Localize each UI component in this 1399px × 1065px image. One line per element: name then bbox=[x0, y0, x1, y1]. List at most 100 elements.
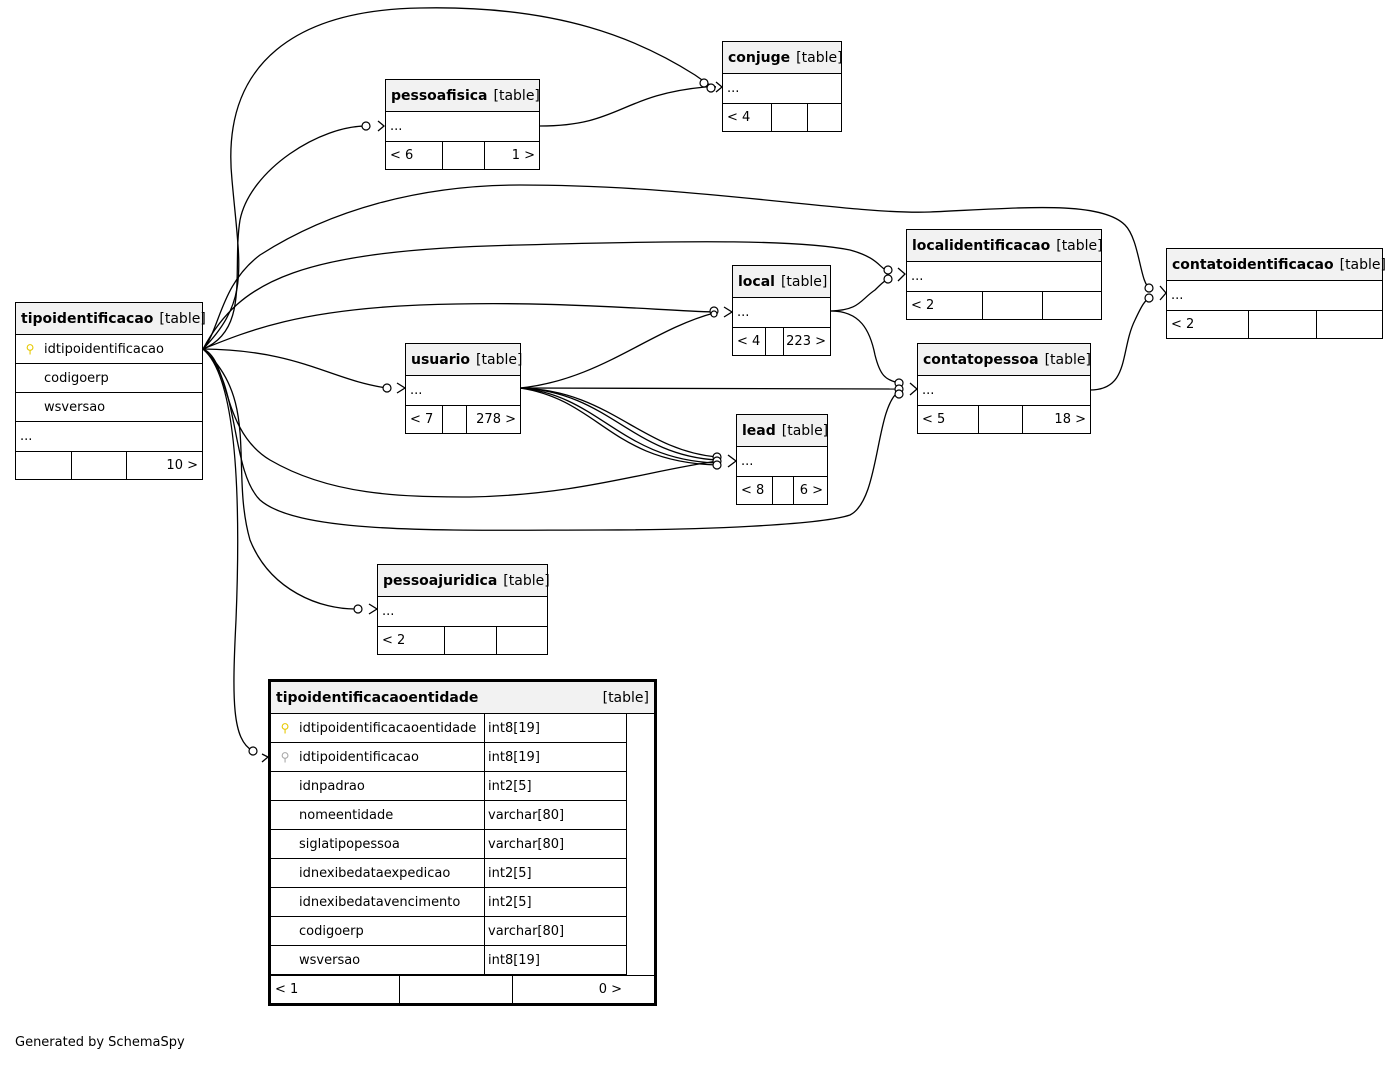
column-type: int8[19] bbox=[488, 749, 540, 765]
column-row[interactable]: wsversao bbox=[16, 393, 202, 422]
parents-count[interactable] bbox=[16, 452, 71, 479]
row-count bbox=[978, 406, 1022, 433]
table-name: conjuge bbox=[728, 49, 791, 66]
table-footer: < 8 6 > bbox=[737, 477, 827, 504]
column-row[interactable]: codigoerp bbox=[16, 364, 202, 393]
edge-tipoidentificacao-contatoidentificacao bbox=[202, 184, 1151, 350]
column-row[interactable]: idnpadrao int2[5] bbox=[271, 772, 626, 801]
table-name: contatopessoa bbox=[923, 351, 1039, 368]
table-tag: [table] bbox=[781, 422, 829, 439]
primary-key-icon: ⚲ bbox=[25, 342, 35, 356]
table-usuario[interactable]: usuario[table] ... < 7 278 > bbox=[405, 343, 522, 434]
column-name: idtipoidentificacao bbox=[299, 749, 419, 765]
table-footer: < 4 bbox=[723, 104, 841, 131]
edge-end-circle bbox=[699, 78, 709, 88]
more-columns: ... bbox=[733, 298, 830, 328]
table-tag: [table] bbox=[602, 689, 649, 706]
row-count bbox=[71, 452, 126, 479]
parents-count[interactable]: < 8 bbox=[741, 483, 765, 498]
children-count[interactable] bbox=[1042, 292, 1101, 319]
children-count[interactable]: 1 > bbox=[484, 142, 539, 169]
parents-count[interactable]: < 2 bbox=[911, 298, 935, 313]
column-name: idnpadrao bbox=[299, 778, 365, 794]
edge-end-circle bbox=[248, 746, 258, 756]
parents-count[interactable]: < 2 bbox=[1171, 317, 1195, 332]
table-name: tipoidentificacaoentidade bbox=[276, 689, 479, 706]
crowfoot bbox=[368, 603, 379, 615]
edge-usuario-contatopessoa bbox=[519, 387, 900, 390]
children-count[interactable]: 278 > bbox=[466, 406, 520, 433]
column-name: codigoerp bbox=[44, 370, 109, 386]
edge-end-circle bbox=[1144, 293, 1154, 303]
parents-count[interactable]: < 1 bbox=[275, 982, 299, 997]
parents-count[interactable]: < 2 bbox=[382, 633, 406, 648]
column-name: codigoerp bbox=[299, 923, 364, 939]
children-count[interactable]: 0 > bbox=[512, 976, 626, 1003]
table-footer: < 7 278 > bbox=[406, 406, 520, 433]
table-pessoafisica[interactable]: pessoafisica[table] ... < 6 1 > bbox=[385, 79, 540, 170]
table-tipoidentificacaoentidade[interactable]: tipoidentificacaoentidade[table] ⚲idtipo… bbox=[268, 679, 657, 1006]
row-count bbox=[765, 328, 783, 355]
more-columns: ... bbox=[1167, 281, 1382, 311]
children-count[interactable] bbox=[496, 627, 547, 654]
parents-count[interactable]: < 5 bbox=[922, 412, 946, 427]
crowfoot bbox=[377, 120, 386, 132]
parents-count[interactable]: < 6 bbox=[390, 148, 414, 163]
column-type: int2[5] bbox=[488, 894, 532, 910]
row-count bbox=[982, 292, 1042, 319]
edge-end-circle bbox=[894, 389, 904, 399]
edge-tipoidentificacao-contatopessoa bbox=[202, 348, 899, 531]
edge-end-circle bbox=[353, 604, 363, 614]
table-local[interactable]: local [table] ... < 4 223 > bbox=[732, 265, 831, 356]
edge-tipoidentificacao-lead bbox=[202, 348, 719, 498]
children-count[interactable] bbox=[807, 104, 841, 131]
children-count[interactable]: 10 > bbox=[126, 452, 202, 479]
foreign-key-icon: ⚲ bbox=[280, 750, 290, 764]
edge-tipoidentificacao-usuario bbox=[202, 348, 388, 389]
column-row[interactable]: ⚲idtipoidentificacao bbox=[16, 335, 202, 364]
parents-count[interactable]: < 7 bbox=[410, 412, 434, 427]
table-localidentificacao[interactable]: localidentificacao[table] ... < 2 bbox=[906, 229, 1103, 320]
table-pessoajuridica[interactable]: pessoajuridica[table] ... < 2 bbox=[377, 564, 550, 655]
edge-end-circle bbox=[710, 310, 718, 318]
table-name: local bbox=[738, 273, 775, 290]
children-count[interactable]: 6 > bbox=[793, 477, 827, 504]
children-count[interactable] bbox=[1316, 311, 1382, 338]
edge-usuario-local bbox=[519, 312, 715, 389]
column-name: idnexibedatavencimento bbox=[299, 894, 461, 910]
parents-count[interactable]: < 4 bbox=[727, 110, 751, 125]
crowfoot bbox=[897, 267, 906, 282]
row-count bbox=[442, 142, 484, 169]
column-row[interactable]: ⚲ idtipoidentificacao int8[19] bbox=[271, 743, 626, 772]
edge-end-circle bbox=[382, 383, 392, 393]
table-name: contatoidentificacao bbox=[1172, 256, 1334, 273]
children-count[interactable]: 223 > bbox=[783, 328, 830, 355]
table-conjuge[interactable]: conjuge[table] ... < 4 bbox=[722, 41, 843, 132]
generated-by-footer: Generated by SchemaSpy bbox=[15, 1035, 185, 1050]
column-row[interactable]: idnexibedatavencimento int2[5] bbox=[271, 888, 626, 917]
edge-tipoidentificacao-pessoafisica bbox=[202, 125, 369, 350]
crowfoot bbox=[396, 382, 407, 394]
children-count[interactable]: 18 > bbox=[1022, 406, 1090, 433]
table-tipoidentificacao[interactable]: tipoidentificacao[table] ⚲idtipoidentifi… bbox=[15, 302, 206, 480]
table-contatoidentificacao[interactable]: contatoidentificacao[table] ... < 2 bbox=[1166, 248, 1386, 339]
table-tag: [table] bbox=[159, 310, 206, 327]
table-tag: [table] bbox=[796, 49, 843, 66]
table-contatopessoa[interactable]: contatopessoa[table] ... < 5 18 > bbox=[917, 343, 1091, 434]
table-name: usuario bbox=[411, 351, 471, 368]
edge-end-circle bbox=[883, 265, 893, 275]
table-lead[interactable]: lead[table] ... < 8 6 > bbox=[736, 414, 828, 505]
edge-usuario-lead-4 bbox=[519, 387, 718, 466]
table-tag: [table] bbox=[780, 273, 828, 290]
column-type: int2[5] bbox=[488, 778, 532, 794]
parents-count[interactable]: < 4 bbox=[737, 334, 761, 349]
more-columns: ... bbox=[918, 376, 1090, 406]
